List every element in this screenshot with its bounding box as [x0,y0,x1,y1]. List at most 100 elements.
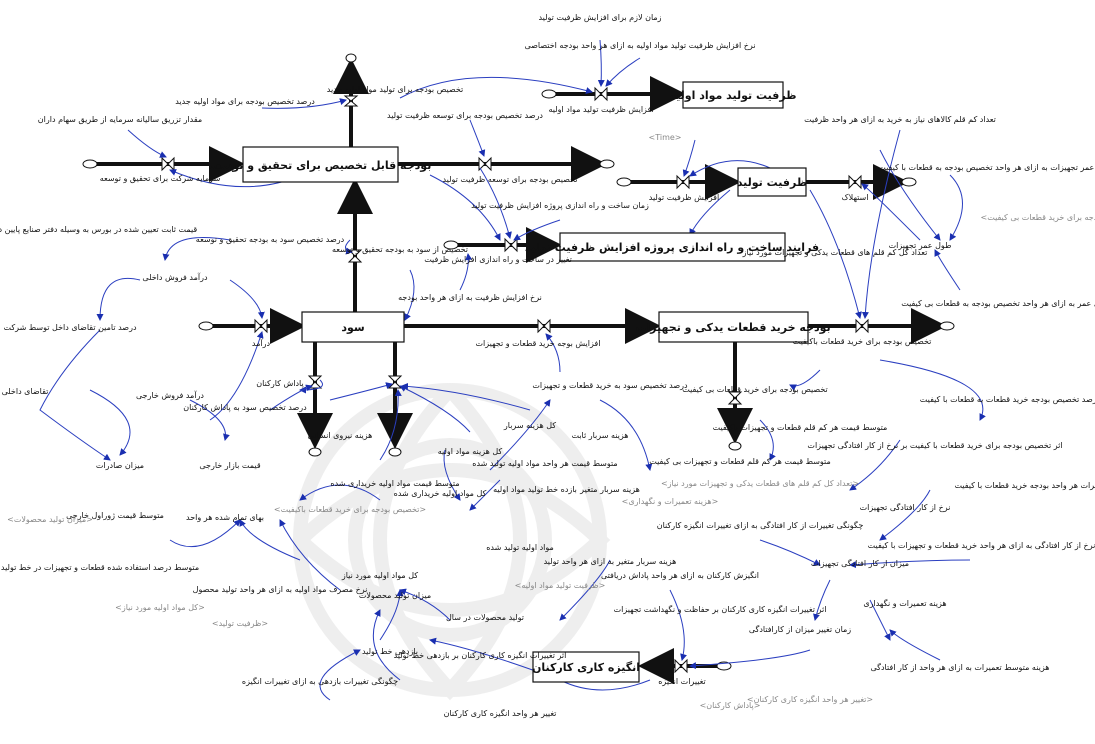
var-raw-capacity-rate: نرخ افزایش ظرفیت تولید مواد اولیه به ازا… [524,41,755,50]
stock-profit[interactable]: سود [301,311,405,343]
svg-text:فرایند ساخت و راه اندازی پروژه: فرایند ساخت و راه اندازی پروژه افزایش ظر… [525,241,819,254]
var-avg-low-price: متوسط قیمت هر کم قلم قطعات و تجهیزات بی … [649,457,830,466]
var-failure-motivation-curve: چگونگی تغییرات از کار افتادگی به ازای تغ… [657,520,864,530]
var-total-purchased: کل مواد اولیه خریداری شده [394,489,487,498]
var-total-raw-cost: کل هزینه مواد اولیه [438,447,503,456]
shadow-maintenance-cost: <هزینه تعمیرات و نگهداری> [622,496,719,506]
var-labor-cost: هزینه نیروی انسانی [308,431,373,440]
causal-links [39,39,986,701]
flow-labels: سرمایه شرکت برای تحقیق و توسعه افزایش ظر… [100,105,932,686]
var-unit-cost: بهای تمام شده هر واحد [186,513,264,522]
var-quality-effect-failure: اثر تخصیص بودجه برای خرید قطعات با کیفیت… [807,440,1062,450]
var-failure-rate: نرخ از کار افتادگی تجهیزات [860,502,951,512]
var-capacity-budget: تخصیص بودجه برای توسعه ظرفیت تولید [442,175,577,184]
var-produced-raw: مواد اولیه تولید شده [486,543,554,552]
var-avg-equipment-usage: متوسط درصد استفاده شده قطعات و تجهیزات د… [1,563,199,572]
svg-text:انگیزه کاری کارکنان: انگیزه کاری کارکنان [532,661,640,674]
var-annual-production: تولید محصولات در سال [446,613,524,622]
shadow-prod-capacity: <ظرفیت تولید> [212,619,268,628]
flow-income: درآمد [252,338,271,348]
var-profit-equipment-pct: درصد تخصیص سود به خرید قطعات و تجهیزات [532,381,688,390]
stock-build-project[interactable]: فرایند ساخت و راه اندازی پروژه افزایش ظر… [525,232,819,262]
stock-rd-budget[interactable]: بودجه قابل تخصیص برای تحقیق و توسعه [209,146,432,183]
flow-low-quality-allocation: تخصیص بودجه برای خرید قطعات بی کیفیت [682,385,828,394]
var-variable-overhead: هزینه سربار متغیر [579,485,640,494]
var-profit-rd-pct: درصد تخصیص سود به بودجه تحقیق و توسعه [196,235,345,244]
stock-prod-capacity[interactable]: ظرفیت تولید [737,167,807,197]
var-failure-level: میزان از کار افتادگی تجهیزات [811,558,909,568]
var-fixed-stock-price: قیمت ثابت تعیین شده در بورس به وسیله دفت… [0,225,197,234]
var-quality-budget-change: تغییرات هر واحد بودجه خرید قطعات با کیفی… [954,481,1095,490]
var-raw-line-yield: بازده خط تولید مواد اولیه [493,485,577,494]
var-equipment-lifetime: طول عمر تجهیزات [889,241,952,250]
flow-raw-capacity-increase: افزایش ظرفیت تولید مواد اولیه [549,105,654,114]
shadow-quality-allocation: <تخصیص بودجه برای خرید قطعات باکیفیت> [274,505,426,514]
var-lifetime-low-pct: درصد افزایش طول عمر به ازای هر واحد تخصی… [901,299,1095,308]
var-items-per-capacity: تعداد کم قلم کالاهای نیاز به خرید به ازا… [804,115,996,124]
var-raw-consumption-rate: نرخ مصرف مواد اولیه به ازای هر واحد تولی… [193,585,368,594]
var-yield-motivation-curve: چگونگی تغییرات بازدهی به ازای تغییرات ان… [242,676,398,686]
var-build-time: زمان ساخت و راه اندازی پروژه افزایش ظرفی… [471,201,649,210]
var-profit-bonus-pct: درصد تخصیص سود به پاداش کارکنان [183,403,307,412]
var-total-items: تعداد کل کم قلم های قطعات یدکی و تجهیزات… [742,248,928,257]
stock-motivation[interactable]: انگیزه کاری کارکنان [532,651,640,683]
var-failure-change-time: زمان تغییر میزان از کارافتادگی [749,624,851,634]
shadow-production: <میزان تولید محصولات> [7,515,93,524]
flow-depreciation: استهلاک [842,193,869,202]
var-domestic-share-pct: درصد تامین تقاضای داخل توسط شرکت [3,323,136,332]
shadow-time: <Time> [649,133,682,142]
svg-text:بودجه قابل تخصیص برای تحقیق و: بودجه قابل تخصیص برای تحقیق و توسعه [209,159,432,172]
var-exports: میزان صادرات [96,461,144,470]
flow-motivation-change: تغییرات انگیزه [658,676,706,686]
var-avg-journal-price: متوسط قیمت ژوراول خارجی [66,511,164,520]
shadow-required-raw: <کل مواد اولیه مورد نیاز> [115,603,205,612]
flow-equipment-budget-increase: افزایش بوجه خرید قطعات و تجهیزات [476,339,601,348]
shadow-employee-bonus: <پاداش کارکنان> [700,701,761,710]
svg-text:ظرفیت تولید: ظرفیت تولید [737,176,807,189]
flow-capacity-increase: افزایش ظرفیت تولید [649,193,719,202]
flow-quality-parts-allocation: تخصیص بودجه برای خرید قطعات باکیفیت [793,337,932,346]
var-motivation-unit-change: تغییر هر واحد انگیزه کاری کارکنان [444,708,557,718]
var-avg-quality-price: متوسط قیمت هر کم قلم قطعات و تجهیزات باک… [713,423,888,432]
var-lifetime-quality-pct: درصد افزایش طول عمر تجهیزات به ازای هر و… [878,163,1095,172]
stock-equipment-budget[interactable]: بودجه خرید قطعات یدکی و تجهیزات [635,311,831,343]
var-total-overhead: کل هزینه سربار [503,421,556,430]
var-foreign-price: قیمت بازار خارجی [199,461,260,470]
var-capacity-time: زمان لازم برای افزایش ظرفیت تولید [538,13,661,22]
var-avg-produced-price: متوسط قیمت هر واحد مواد اولیه تولید شده [472,459,617,468]
flow-build-change: تغییر در ساخت و راه اندازی افزایش ظرفیت [424,255,572,264]
var-domestic-demand: تقاضای داخلی [2,387,49,396]
var-avg-repair-cost: هزینه متوسط تعمیرات به ازای هر واحد از ک… [871,662,1050,672]
var-employee-bonus: پاداش کارکنان [256,379,303,388]
var-production: میزان تولید محصولات [359,591,431,600]
var-capacity-rate-per-budget: نرخ افزایش ظرفیت به ازای هر واحد بودجه [398,293,542,302]
shadow-raw-capacity: <ظرفیت تولید مواد اولیه> [515,581,606,590]
var-avg-purchased-price: متوسط قیمت مواد اولیه خریداری شده [330,479,459,488]
var-quality-budget-pct: درصد تخصیص بودجه خرید قطعات به قطعات با … [920,395,1095,404]
shadow-variables: <Time> <تخصیص بودجه برای خرید قطعات بی ک… [7,133,1095,710]
background-watermark [293,383,611,701]
var-required-raw: کل مواد اولیه مورد نیاز [341,571,418,580]
var-raw-material-budget-pct: درصد تخصیص بودجه برای مواد اولیه جدید [175,97,315,106]
var-shareholder-injection: مقدار تزریق سالیانه سرمایه از طریق سهام … [38,115,202,124]
shadow-low-quality-allocation: <تخصیص بودجه برای خرید قطعات بی کیفیت> [981,213,1095,222]
var-motivation-per-bonus: انگیزش کارکنان به ازای هر واحد پاداش دری… [601,570,759,580]
var-motivation-effect-maintenance: اثر تغییرات انگیزه کاری کارکنان بر حفاظت… [614,604,827,614]
var-capacity-budget-pct: درصد تخصیص بودجه برای توسعه ظرفیت تولید [387,111,543,120]
var-variable-overhead-unit: هزینه سربار متغیر به ازای هر واحد تولید [544,557,677,566]
var-motivation-effect-yield: اثر تغییرات انگیزه کاری کارکنان بر بازده… [394,650,567,660]
svg-text:بودجه خرید قطعات یدکی و تجهیزا: بودجه خرید قطعات یدکی و تجهیزات [635,321,830,334]
stock-raw-capacity[interactable]: ظرفیت تولید مواد اولیه [669,81,797,109]
auxiliary-variables: زمان لازم برای افزایش ظرفیت تولید نرخ اف… [0,13,1095,718]
svg-text:سود: سود [341,321,364,334]
valve-icons [161,86,869,674]
var-failure-quality-curve: چگونگی تغییرات نرخ از کار افتادگی به ازا… [868,540,1095,550]
var-profit-rd-allocation: تخصیص از سود به بودجه تحقیق و توسعه [332,245,468,254]
var-line-yield: بازدهی خط تولید [362,647,418,656]
shadow-motivation-unit-change: <تغییر هر واحد انگیزه کاری کارکنان> [747,694,873,704]
var-maintenance-cost: هزینه تعمیرات و نگهداری [863,598,946,608]
cloud-icons [82,53,955,671]
var-domestic-sales: درآمد فروش داخلی [142,272,208,282]
var-fixed-overhead: هزینه سربار ثابت [571,431,628,440]
